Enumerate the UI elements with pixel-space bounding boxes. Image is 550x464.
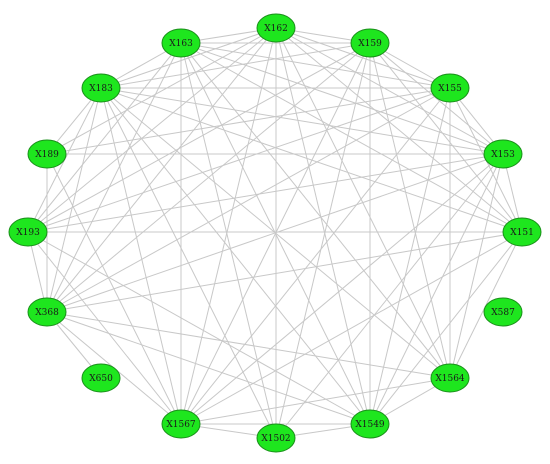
edge-x159-x183 [100,42,371,89]
edge-x368-x183 [46,87,102,313]
edge-x368-x163 [46,42,182,313]
node-label: X1549 [355,420,385,430]
node-label: X153 [491,150,515,160]
node-label: X1567 [166,420,196,430]
node-ellipse[interactable] [483,139,523,169]
edge-x159-x151 [369,42,523,233]
node-ellipse[interactable] [27,297,67,327]
node-label: X193 [16,228,40,238]
node-label: X189 [35,150,59,160]
edge-x162-x189 [46,27,277,155]
edge-x155-x163 [180,42,451,89]
node-ellipse[interactable] [161,28,201,58]
node-label: X368 [35,308,59,318]
node-ellipse[interactable] [81,363,121,393]
node-ellipse[interactable] [430,73,470,103]
node-x368[interactable]: X368 [27,297,67,327]
node-ellipse[interactable] [256,423,296,453]
node-ellipse[interactable] [483,297,523,327]
edge-x153-x1564 [449,153,504,379]
edge-x153-x1502 [275,153,504,439]
node-x183[interactable]: X183 [81,73,121,103]
node-x650[interactable]: X650 [81,363,121,393]
node-x1564[interactable]: X1564 [430,363,470,393]
node-label: X155 [438,84,462,94]
node-x155[interactable]: X155 [430,73,470,103]
edge-x1549-x368 [46,311,371,425]
node-x189[interactable]: X189 [27,139,67,169]
node-ellipse[interactable] [350,28,390,58]
node-label: X1564 [435,374,465,384]
edges-layer [27,27,523,439]
edge-x1549-x183 [100,87,371,425]
node-ellipse[interactable] [350,409,390,439]
node-label: X163 [169,39,193,49]
edge-x151-x1567 [180,231,523,425]
node-label: X151 [510,228,534,238]
node-ellipse[interactable] [81,73,121,103]
node-x1567[interactable]: X1567 [161,409,201,439]
node-label: X162 [264,24,288,34]
node-ellipse[interactable] [161,409,201,439]
node-ellipse[interactable] [27,139,67,169]
edge-x1564-x163 [180,42,451,379]
edge-x153-x193 [27,153,504,233]
node-ellipse[interactable] [430,363,470,393]
edge-x162-x151 [275,27,523,233]
edge-x1567-x193 [27,231,182,425]
node-label: X159 [358,39,382,49]
edge-x1567-x183 [100,87,182,425]
edge-x1549-x163 [180,42,371,425]
node-x163[interactable]: X163 [161,28,201,58]
edge-x153-x183 [100,87,504,155]
edge-x153-x1549 [369,153,504,425]
node-label: X183 [89,84,113,94]
edge-x159-x1502 [275,42,371,439]
edge-x162-x153 [275,27,504,155]
edge-x153-x1567 [180,153,504,425]
edge-x151-x163 [180,42,523,233]
node-x159[interactable]: X159 [350,28,390,58]
edge-x1502-x183 [100,87,277,439]
edge-x151-x368 [46,231,523,313]
node-x151[interactable]: X151 [502,217,542,247]
edge-x159-x193 [27,42,371,233]
edge-x1549-x193 [27,231,371,425]
node-x193[interactable]: X193 [8,217,48,247]
node-label: X587 [491,308,515,318]
edge-x155-x1549 [369,87,451,425]
edge-x155-x368 [46,87,451,313]
node-ellipse[interactable] [256,13,296,43]
node-x1502[interactable]: X1502 [256,423,296,453]
edge-x1564-x1567 [180,377,451,425]
edge-x151-x1549 [369,231,523,425]
node-ellipse[interactable] [502,217,542,247]
edge-x193-x163 [27,42,182,233]
edge-x155-x1567 [180,87,451,425]
node-ellipse[interactable] [8,217,48,247]
node-x587[interactable]: X587 [483,297,523,327]
edge-x1502-x163 [180,42,277,439]
node-label: X650 [89,374,113,384]
node-x153[interactable]: X153 [483,139,523,169]
node-x1549[interactable]: X1549 [350,409,390,439]
edge-x151-x183 [100,87,523,233]
node-label: X1502 [261,434,290,444]
edge-x153-x163 [180,42,504,155]
edge-x1564-x368 [46,311,451,379]
edge-x1567-x189 [46,153,182,425]
edge-x162-x1549 [275,27,371,425]
edge-x159-x153 [369,42,504,155]
edge-x162-x1567 [180,27,277,425]
node-x162[interactable]: X162 [256,13,296,43]
